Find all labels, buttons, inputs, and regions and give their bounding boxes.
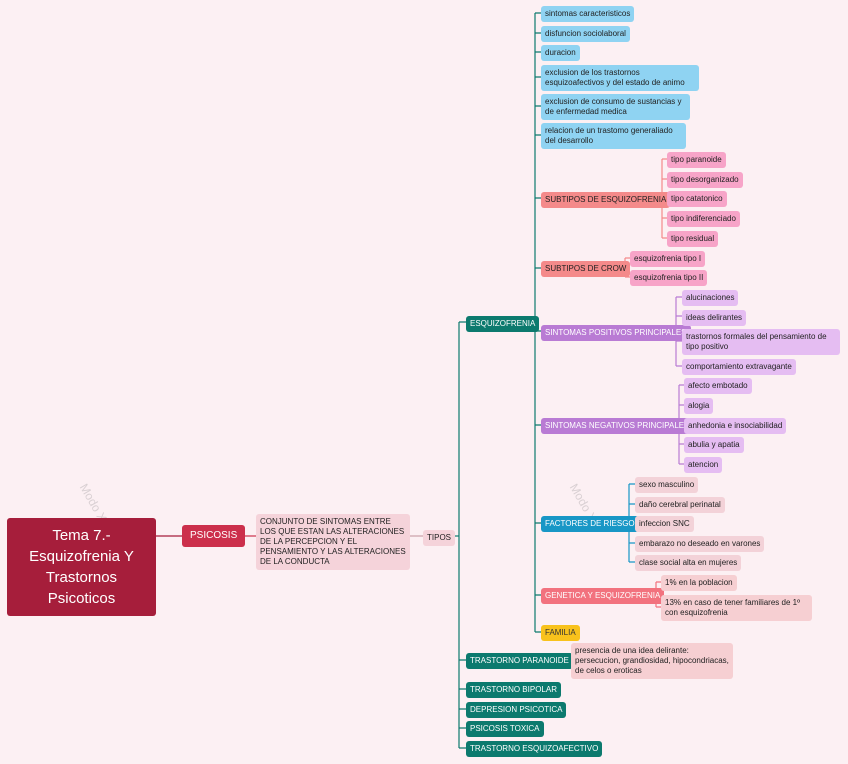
riesgo-item[interactable]: sexo masculino [635,477,699,493]
positivo-item[interactable]: trastornos formales del pensamiento de t… [682,329,840,355]
positivo-item[interactable]: comportamiento extravagante [682,359,796,375]
riesgo-item[interactable]: infeccion SNC [635,516,694,532]
riesgo-node[interactable]: FACTORES DE RIESGO [541,516,639,532]
paranoide-node[interactable]: TRASTORNO PARANOIDE [466,653,573,669]
psicosis-node[interactable]: PSICOSIS [182,525,246,547]
riesgo-item[interactable]: embarazo no deseado en varones [635,536,765,552]
genetica-item[interactable]: 13% en caso de tener familiares de 1º co… [661,595,812,621]
negativo-item[interactable]: atencion [684,457,723,473]
criteria-item[interactable]: duracion [541,45,580,61]
subtipo-item[interactable]: tipo paranoide [667,152,726,168]
subtipo-item[interactable]: tipo catatonico [667,191,727,207]
tipos-node[interactable]: TIPOS [423,530,456,546]
criteria-item[interactable]: sintomas caracteristicos [541,6,635,22]
positivo-item[interactable]: ideas delirantes [682,310,747,326]
root-topic[interactable]: Tema 7.- Esquizofrenia Y Trastornos Psic… [7,518,156,616]
psicosis-toxica-node[interactable]: PSICOSIS TOXICA [466,721,544,737]
criteria-item[interactable]: disfuncion sociolaboral [541,26,630,42]
subtipos-node[interactable]: SUBTIPOS DE ESQUIZOFRENIA [541,192,671,208]
negativos-node[interactable]: SINTOMAS NEGATIVOS PRINCIPALES [541,418,694,434]
subtipo-item[interactable]: tipo desorganizado [667,172,743,188]
crow-item[interactable]: esquizofrenia tipo I [630,251,706,267]
crow-item[interactable]: esquizofrenia tipo II [630,270,708,286]
definition-node[interactable]: CONJUNTO DE SINTOMAS ENTRE LOS QUE ESTAN… [256,514,410,570]
genetica-item[interactable]: 1% en la poblacion [661,575,737,591]
genetica-node[interactable]: GENETICA Y ESQUIZOFRENIA [541,588,665,604]
subtipo-item[interactable]: tipo indiferenciado [667,211,740,227]
crow-node[interactable]: SUBTIPOS DE CROW [541,261,631,277]
negativo-item[interactable]: abulia y apatia [684,437,744,453]
trastorno-bipolar-node[interactable]: TRASTORNO BIPOLAR [466,682,561,698]
negativo-item[interactable]: alogia [684,398,714,414]
criteria-item[interactable]: relacion de un trastomo generaliado del … [541,123,686,149]
depresion-psicotica-node[interactable]: DEPRESION PSICOTICA [466,702,567,718]
positivos-node[interactable]: SINTOMAS POSITIVOS PRINCIPALES [541,325,691,341]
negativo-item[interactable]: anhedonia e insociabilidad [684,418,787,434]
familia-node[interactable]: FAMILIA [541,625,580,641]
negativo-item[interactable]: afecto embotado [684,378,752,394]
esquizofrenia-node[interactable]: ESQUIZOFRENIA [466,316,540,332]
riesgo-item[interactable]: daño cerebral perinatal [635,497,725,513]
paranoide-detail[interactable]: presencia de una idea delirante: persecu… [571,643,733,679]
subtipo-item[interactable]: tipo residual [667,231,719,247]
criteria-item[interactable]: exclusion de consumo de sustancias y de … [541,94,690,120]
riesgo-item[interactable]: clase social alta en mujeres [635,555,742,571]
criteria-item[interactable]: exclusion de los trastornos esquizoafect… [541,65,699,91]
positivo-item[interactable]: alucinaciones [682,290,739,306]
trastorno-esquizoafectivo-node[interactable]: TRASTORNO ESQUIZOAFECTIVO [466,741,603,757]
